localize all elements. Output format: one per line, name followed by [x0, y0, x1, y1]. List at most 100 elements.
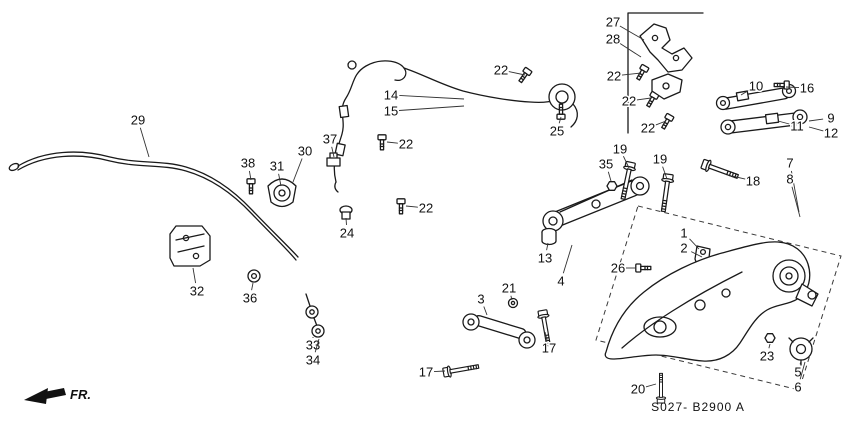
callout-number: 22	[607, 69, 621, 84]
callout-number: 19	[613, 142, 627, 157]
callout-5: 5	[793, 360, 803, 381]
bolt-38	[246, 178, 256, 195]
callout-number: 21	[502, 281, 516, 296]
callout-17: 17	[540, 331, 558, 357]
callout-10: 10	[740, 77, 765, 96]
lower-arm	[542, 176, 650, 232]
grommet-36	[247, 269, 261, 283]
bolt-17	[441, 360, 481, 379]
callout-number: 5	[794, 365, 801, 380]
trailing-arm-assembly	[595, 205, 842, 391]
callout-31: 31	[268, 157, 286, 187]
callout-32: 32	[188, 267, 206, 300]
bolt-20	[655, 372, 667, 404]
callout-number: 1	[680, 226, 687, 241]
bolt-26	[635, 263, 652, 273]
stabilizer-link	[305, 293, 325, 338]
callout-35: 35	[597, 155, 615, 182]
callout-number: 24	[340, 226, 354, 241]
callout-13: 13	[536, 242, 554, 267]
callout-number: 22	[494, 63, 508, 78]
callout-number: 22	[622, 94, 636, 109]
bushing-13	[541, 227, 557, 246]
callout-number: 6	[794, 380, 801, 395]
callout-number: 9	[827, 111, 834, 126]
callout-number: 7	[786, 156, 793, 171]
callout-number: 29	[131, 113, 145, 128]
callout-number: 27	[606, 15, 620, 30]
callout-22: 22	[405, 199, 435, 217]
callout-number: 34	[306, 353, 320, 368]
callout-1: 1	[679, 224, 700, 250]
callout-number: 30	[298, 144, 312, 159]
callout-number: 19	[653, 152, 667, 167]
callout-29: 29	[129, 111, 150, 158]
callout-22: 22	[492, 61, 526, 79]
bolt-22	[516, 66, 533, 85]
callout-22: 22	[605, 67, 642, 85]
callout-38: 38	[239, 154, 257, 181]
callout-6: 6	[793, 361, 806, 396]
fr-arrow	[24, 388, 66, 404]
knuckle-brackets	[627, 12, 704, 134]
callout-number: 20	[631, 382, 645, 397]
callout-number: 3	[477, 292, 484, 307]
callout-30: 30	[292, 142, 314, 183]
callout-18: 18	[731, 172, 762, 190]
callout-4: 4	[556, 244, 573, 290]
callout-number: 11	[790, 119, 804, 134]
washer-21	[507, 297, 519, 309]
callout-number: 25	[550, 124, 564, 139]
part-code: S027- B2900 A	[651, 400, 745, 414]
callout-number: 22	[641, 121, 655, 136]
callout-number: 28	[606, 32, 620, 47]
stabilizer-bracket	[169, 225, 211, 267]
callout-number: 26	[611, 261, 625, 276]
callout-21: 21	[500, 279, 518, 301]
callout-number: 12	[824, 126, 838, 141]
callout-28: 28	[604, 30, 642, 58]
callout-number: 13	[538, 251, 552, 266]
callout-number: 38	[241, 156, 255, 171]
bolt-22	[396, 198, 406, 215]
callout-number: 4	[557, 274, 564, 289]
callout-number: 10	[749, 79, 763, 94]
callout-19: 19	[651, 150, 669, 180]
callout-number: 22	[419, 201, 433, 216]
callout-number: 35	[599, 157, 613, 172]
nut-35	[606, 181, 618, 191]
callout-37: 37	[321, 130, 339, 158]
callout-19: 19	[611, 140, 630, 169]
upper-arm-a	[715, 83, 797, 111]
callout-number: 17	[542, 341, 556, 356]
callout-number: 23	[760, 349, 774, 364]
callout-15: 15	[382, 102, 465, 120]
callout-number: 14	[384, 88, 398, 103]
callout-number: 18	[746, 174, 760, 189]
bolt-22	[377, 134, 387, 151]
bolt-19	[656, 172, 675, 213]
callout-27: 27	[604, 13, 645, 41]
callout-24: 24	[338, 217, 356, 242]
callout-7: 7	[785, 154, 800, 213]
stabilizer-bushing	[267, 178, 297, 208]
callout-25: 25	[548, 116, 566, 140]
callout-12: 12	[808, 124, 840, 142]
bolt-22	[633, 63, 650, 82]
callout-number: 32	[190, 284, 204, 299]
bolt-18	[699, 157, 741, 183]
callout-36: 36	[241, 282, 259, 307]
callout-16: 16	[785, 79, 816, 97]
callout-number: 31	[270, 159, 284, 174]
callout-8: 8	[785, 170, 801, 218]
callout-22: 22	[620, 92, 652, 110]
callout-number: 8	[786, 172, 793, 187]
nut-23	[764, 333, 776, 343]
callout-33: 33	[304, 336, 321, 354]
callout-number: 16	[800, 81, 814, 96]
callout-34: 34	[304, 338, 322, 369]
callout-number: 22	[399, 137, 413, 152]
